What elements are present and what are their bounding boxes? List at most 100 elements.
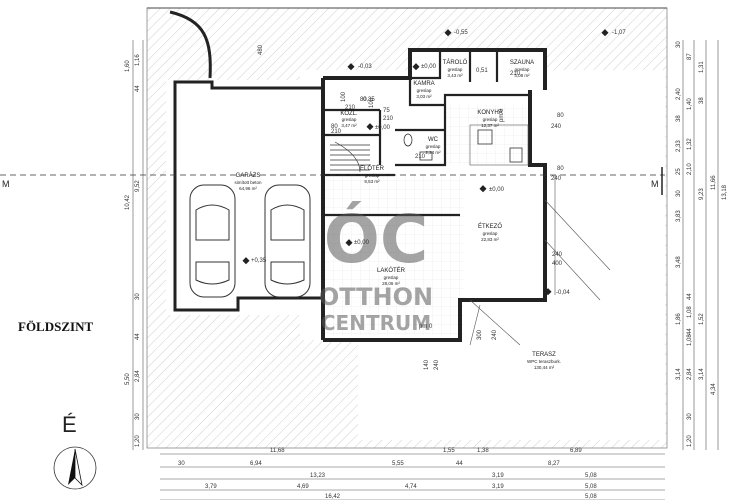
svg-text:±0,00: ±0,00 bbox=[421, 64, 437, 70]
svg-text:5,08: 5,08 bbox=[585, 484, 597, 490]
svg-text:4,69: 4,69 bbox=[297, 484, 309, 490]
svg-text:3,14: 3,14 bbox=[676, 368, 682, 380]
svg-text:greslap: greslap bbox=[483, 231, 498, 236]
svg-text:1,08: 1,08 bbox=[687, 306, 693, 318]
floor-title: FÖLDSZINT bbox=[18, 319, 93, 334]
left-dims: 1,60 1,16 44 9,52 10,42 30 5,50 2,84 44 … bbox=[125, 54, 141, 447]
kitchen-counter bbox=[469, 124, 529, 166]
svg-text:240: 240 bbox=[551, 124, 562, 130]
partition-walls bbox=[323, 50, 530, 217]
svg-text:ELŐTÉR: ELŐTÉR bbox=[360, 165, 385, 172]
svg-text:30: 30 bbox=[687, 413, 693, 420]
svg-text:TÁROLÓ: TÁROLÓ bbox=[443, 59, 468, 66]
svg-text:±0,00: ±0,00 bbox=[489, 187, 505, 193]
svg-text:210: 210 bbox=[345, 105, 356, 111]
north-letter: É bbox=[62, 412, 77, 437]
svg-text:25: 25 bbox=[676, 168, 682, 175]
svg-text:13,23: 13,23 bbox=[310, 473, 326, 479]
svg-text:greslap: greslap bbox=[448, 67, 463, 72]
svg-text:240: 240 bbox=[492, 329, 498, 340]
svg-text:9,23: 9,23 bbox=[699, 188, 705, 200]
svg-text:12,37 m²: 12,37 m² bbox=[481, 123, 499, 128]
svg-text:30: 30 bbox=[178, 461, 185, 467]
svg-text:5,08: 5,08 bbox=[585, 494, 597, 500]
watermark-line1: OTTHON bbox=[319, 283, 433, 311]
svg-text:44: 44 bbox=[135, 333, 141, 340]
svg-text:210: 210 bbox=[415, 154, 426, 160]
svg-text:3,48: 3,48 bbox=[676, 256, 682, 268]
svg-text:3,14: 3,14 bbox=[699, 368, 705, 380]
svg-text:1,55: 1,55 bbox=[443, 448, 455, 454]
svg-text:3,43 m²: 3,43 m² bbox=[447, 73, 463, 78]
svg-text:400: 400 bbox=[552, 261, 563, 267]
room-lakoter: LAKÓTÉR greslap 28,06 m² bbox=[377, 267, 406, 286]
svg-text:30: 30 bbox=[135, 413, 141, 420]
svg-text:1,32: 1,32 bbox=[687, 138, 693, 150]
svg-text:TERASZ: TERASZ bbox=[532, 352, 556, 358]
svg-text:3,83: 3,83 bbox=[676, 210, 682, 222]
svg-text:44: 44 bbox=[687, 328, 693, 335]
svg-text:100: 100 bbox=[369, 97, 375, 108]
room-garazs: GARÁZS simított beton 64,96 m² bbox=[234, 172, 262, 191]
svg-text:4,34: 4,34 bbox=[711, 383, 717, 395]
bottom-dims: 11,68 1,55 1,38 6,89 30 6,94 5,55 44 8,2… bbox=[178, 448, 597, 500]
wc-basin bbox=[419, 151, 433, 161]
svg-text:SZAUNA: SZAUNA bbox=[510, 60, 534, 66]
svg-text:30: 30 bbox=[676, 190, 682, 197]
floor-grid-kitchen bbox=[445, 105, 530, 165]
level-markers: -0,55 -1,07 -0,03 ±0,00 ±0,00 ±0,00 ±0,0… bbox=[242, 29, 626, 330]
svg-text:5,55: 5,55 bbox=[392, 461, 404, 467]
svg-text:3,47 m²: 3,47 m² bbox=[341, 123, 357, 128]
svg-text:80: 80 bbox=[557, 113, 564, 119]
svg-text:80: 80 bbox=[331, 124, 338, 130]
svg-text:1,38: 1,38 bbox=[477, 448, 489, 454]
svg-text:9,52: 9,52 bbox=[135, 180, 141, 192]
svg-text:KAMRA: KAMRA bbox=[413, 81, 434, 87]
svg-text:2,84: 2,84 bbox=[135, 370, 141, 382]
svg-text:-1,07: -1,07 bbox=[612, 30, 626, 36]
svg-text:2,33: 2,33 bbox=[676, 140, 682, 152]
room-eloter: ELŐTÉR greslap 9,53 m² bbox=[360, 165, 385, 184]
room-konyha: KONYHA greslap 12,37 m² bbox=[477, 110, 502, 128]
svg-text:210: 210 bbox=[331, 129, 342, 135]
svg-text:2,10: 2,10 bbox=[687, 163, 693, 175]
svg-text:4,08 m²: 4,08 m² bbox=[514, 73, 530, 78]
svg-text:3,79: 3,79 bbox=[205, 484, 217, 490]
section-marker-right: M bbox=[651, 179, 659, 189]
svg-text:5,50: 5,50 bbox=[125, 373, 131, 385]
svg-text:38: 38 bbox=[676, 115, 682, 122]
svg-text:greslap: greslap bbox=[365, 173, 380, 178]
svg-text:greslap: greslap bbox=[426, 144, 441, 149]
svg-text:0,51: 0,51 bbox=[476, 68, 488, 74]
terrace-lines bbox=[469, 175, 611, 346]
interior-dims: 480 100 80 210 100 75 210 80 210 210 80 … bbox=[258, 44, 564, 370]
svg-text:1,31: 1,31 bbox=[699, 61, 705, 73]
car-left bbox=[189, 184, 236, 298]
svg-text:100: 100 bbox=[341, 91, 347, 102]
svg-text:210: 210 bbox=[383, 116, 394, 122]
room-etkezo: ÉTKEZŐ greslap 22,83 m² bbox=[478, 223, 502, 242]
svg-text:LAKÓTÉR: LAKÓTÉR bbox=[377, 267, 406, 274]
svg-text:240: 240 bbox=[551, 176, 562, 182]
kitchen-sink bbox=[509, 147, 523, 163]
house-walls bbox=[323, 48, 547, 342]
svg-text:30: 30 bbox=[135, 293, 141, 300]
svg-text:2,40: 2,40 bbox=[676, 88, 682, 100]
svg-text:6,94: 6,94 bbox=[250, 461, 262, 467]
svg-text:greslap: greslap bbox=[342, 117, 357, 122]
svg-text:44: 44 bbox=[456, 461, 463, 467]
kitchen-hob bbox=[477, 129, 493, 145]
svg-text:3,03 m²: 3,03 m² bbox=[416, 94, 432, 99]
svg-text:140: 140 bbox=[424, 359, 430, 370]
car-right bbox=[264, 184, 311, 298]
svg-text:2,84: 2,84 bbox=[687, 368, 693, 380]
svg-text:-0,03: -0,03 bbox=[358, 64, 372, 70]
svg-text:greslap: greslap bbox=[515, 67, 530, 72]
room-kamra: KAMRA greslap 3,03 m² bbox=[413, 81, 434, 99]
room-wc: WC greslap 2,24 m² bbox=[425, 137, 441, 155]
svg-text:6,89: 6,89 bbox=[570, 448, 582, 454]
svg-text:240: 240 bbox=[434, 359, 440, 370]
svg-text:1,08: 1,08 bbox=[687, 334, 693, 346]
